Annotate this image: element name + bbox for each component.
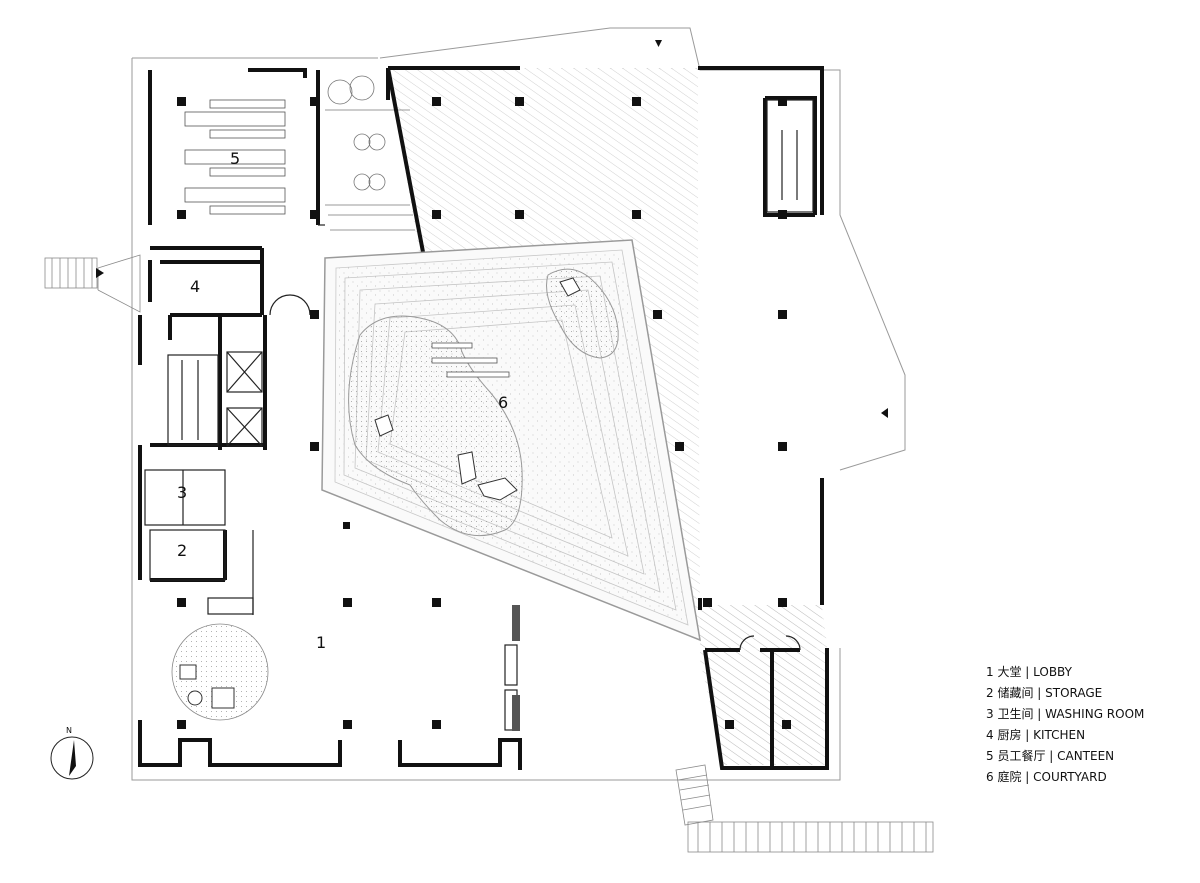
legend-item-courtyard: 6 庭院 | COURTYARD [986,770,1107,784]
stepping-stones [431,342,510,378]
room-number-2: 2 [177,541,187,560]
south-steps [675,764,934,853]
interior-lines [144,99,814,731]
legend-item-storage: 2 储藏间 | STORAGE [986,686,1103,700]
courtyard-gravel-garden [348,315,523,537]
east-block-hatch [388,68,698,260]
legend-item-kitchen: 4 厨房 | KITCHEN [986,728,1086,742]
canteen-tables [184,99,286,215]
site-outline [97,27,906,781]
legend-item-washing-room: 3 卫生间 | WASHING ROOM [986,707,1145,721]
legend-item-lobby: 1 大堂 | LOBBY [986,665,1072,679]
courtyard-diagonal-wall [386,67,425,253]
room-number-1: 1 [316,633,326,652]
room-number-6: 6 [498,393,508,412]
room-number-4: 4 [190,277,200,296]
entry-arrow-icon [96,40,888,418]
columns [177,97,791,731]
room-number-5: 5 [230,149,240,168]
courtyard-stones [374,277,581,501]
svg-text:N: N [66,726,72,735]
room-legend: 1 大堂 | LOBBY 2 储藏间 | STORAGE 3 卫生间 | WAS… [986,662,1144,788]
legend-item-canteen: 5 员工餐厅 | CANTEEN [986,749,1115,763]
room-number-3: 3 [177,483,187,502]
west-entry-steps [44,254,141,313]
north-arrow-icon: N [50,726,94,780]
